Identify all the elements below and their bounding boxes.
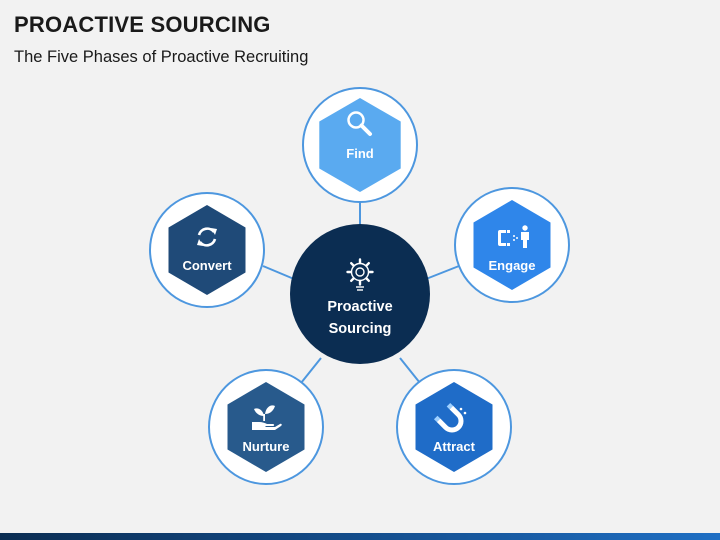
phase-find: Find [302,87,418,203]
phase-label: Attract [433,439,476,454]
magnet-icon [433,402,467,433]
phase-hexagon [473,200,551,290]
phase-attract: Attract [396,369,512,485]
magnifier-icon [347,111,372,136]
hub-label-line1: Proactive [327,299,392,315]
magnet-person-icon [498,225,529,248]
phase-hexagon [168,205,246,295]
connector-attract [399,357,421,384]
hub-label-line2: Sourcing [329,321,392,337]
hub-node: Proactive Sourcing [290,224,430,364]
plant-hand-icon [252,405,282,430]
hub-circle [290,224,430,364]
slide-title: PROACTIVE SOURCING [14,12,271,37]
phase-label: Engage [489,258,536,273]
gear-bulb-icon [346,258,374,291]
phase-label: Find [346,146,373,161]
connector-nurture [300,357,322,384]
phase-nurture: Nurture [208,369,324,485]
phase-label: Convert [182,258,232,273]
bottom-accent-bar [0,533,720,540]
slide-subtitle: The Five Phases of Proactive Recruiting [14,48,309,66]
refresh-icon [197,227,217,247]
phase-label: Nurture [243,439,290,454]
connector-engage [425,265,460,280]
phase-convert: Convert [149,192,265,308]
phase-hexagon [319,98,401,192]
phase-hexagon [415,382,493,472]
phase-engage: Engage [454,187,570,303]
connector-convert [262,265,295,280]
